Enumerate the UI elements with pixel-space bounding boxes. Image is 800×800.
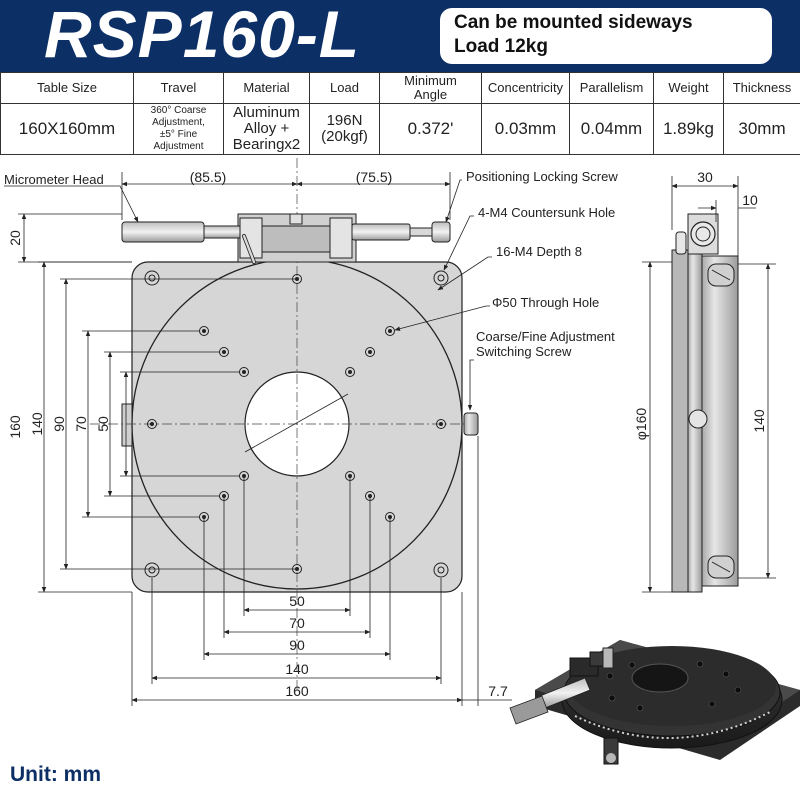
hole-leader	[244, 393, 349, 453]
label-positioning-locking-screw: Positioning Locking Screw	[466, 169, 618, 184]
dim-height-50: 50	[95, 416, 111, 432]
locking-screw-shaft	[351, 223, 411, 241]
spec-value: 1.89kg	[653, 103, 724, 155]
label-switching-screw-2: Switching Screw	[476, 344, 572, 359]
dim-knob-height: 20	[7, 230, 23, 246]
spec-header: Thickness	[723, 72, 800, 104]
side-boss	[121, 403, 133, 447]
label-countersunk-hole: 4-M4 Countersunk Hole	[478, 205, 615, 220]
header-bar: RSP160-L Can be mounted sideways Load 12…	[0, 0, 800, 72]
product-render	[509, 640, 800, 765]
top-view	[90, 158, 479, 690]
spec-table: Table Size Travel Material Load Minimum …	[0, 72, 800, 155]
micrometer-assembly	[121, 213, 451, 264]
spec-header: Weight	[653, 72, 724, 104]
label-m4-depth: 16-M4 Depth 8	[496, 244, 582, 259]
spec-value: 0.03mm	[481, 103, 570, 155]
switching-screw-knob	[463, 412, 479, 436]
dim-height-140: 140	[29, 412, 45, 436]
dim-width-70: 70	[289, 615, 305, 631]
spec-value: 0.04mm	[569, 103, 654, 155]
label-micrometer-head: Micrometer Head	[4, 172, 104, 187]
dim-side-inner: 10	[742, 192, 758, 208]
spec-value: 196N (20kgf)	[309, 103, 380, 155]
dim-height-90: 90	[51, 416, 67, 432]
note-line-1: Can be mounted sideways	[454, 12, 693, 33]
spec-header: Travel	[133, 72, 224, 104]
label-through-hole: Φ50 Through Hole	[492, 295, 599, 310]
m4-holes	[147, 274, 446, 574]
locking-screw-knob	[431, 221, 451, 243]
dimension-lines	[18, 172, 512, 706]
spec-header: Load	[309, 72, 380, 104]
spec-value: Aluminum Alloy + Bearingx2	[223, 103, 310, 155]
spec-value: 0.372'	[379, 103, 482, 155]
spec-value-row: 160X160mm 360° Coarse Adjustment, ±5° Fi…	[0, 103, 800, 155]
dim-height-160: 160	[7, 415, 23, 439]
spec-value: 160X160mm	[0, 103, 134, 155]
spec-header: Material	[223, 72, 310, 104]
dim-width-50: 50	[289, 593, 305, 609]
micrometer-head	[121, 221, 205, 243]
unit-label: Unit: mm	[10, 763, 101, 786]
label-switching-screw-1: Coarse/Fine Adjustment	[476, 329, 615, 344]
dim-width-7-7: 7.7	[488, 683, 508, 699]
spec-header-row: Table Size Travel Material Load Minimum …	[0, 72, 800, 104]
dim-side-width: 30	[697, 169, 713, 185]
spec-header: Table Size	[0, 72, 134, 104]
side-knob	[690, 221, 716, 247]
dim-width-160: 160	[285, 683, 309, 699]
dim-width-140: 140	[285, 661, 309, 677]
side-plate	[701, 255, 739, 587]
side-dimension-lines	[642, 176, 776, 593]
dim-side-140: 140	[751, 409, 767, 433]
spec-value: 30mm	[723, 103, 800, 155]
product-title: RSP160-L	[44, 0, 361, 71]
side-view	[671, 213, 739, 593]
feature-note: Can be mounted sideways Load 12kg	[440, 8, 772, 64]
dim-width-90: 90	[289, 637, 305, 653]
dim-height-70: 70	[73, 416, 89, 432]
countersunk-holes	[144, 270, 449, 578]
note-line-2: Load 12kg	[454, 36, 548, 57]
spec-header: Minimum Angle	[379, 72, 482, 104]
dim-right-offset: (75.5)	[356, 169, 393, 185]
callouts	[4, 179, 492, 411]
dim-left-offset: (85.5)	[190, 169, 227, 185]
dim-side-diameter: φ160	[633, 408, 649, 441]
